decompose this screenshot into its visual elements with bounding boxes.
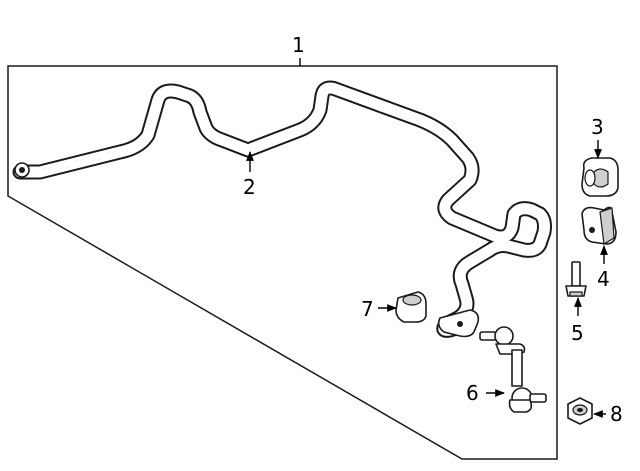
callout-2: 2 [243, 175, 256, 199]
stabilizer-bar [12, 80, 552, 338]
callout-1: 1 [292, 33, 305, 57]
bushing [581, 157, 619, 197]
callout-8: 8 [610, 402, 623, 426]
callout-4: 4 [597, 267, 610, 291]
assembly-frame [7, 65, 558, 460]
bar-end-left-hole [19, 167, 25, 173]
bolt [565, 261, 587, 297]
link-nut [395, 291, 427, 323]
bar-end-right-hole [457, 321, 463, 327]
callout-5: 5 [571, 321, 584, 345]
callout-7: 7 [361, 297, 374, 321]
stabilizer-link [479, 326, 547, 413]
callout-3: 3 [591, 115, 604, 139]
nut [567, 397, 593, 425]
callout-6: 6 [466, 381, 479, 405]
bushing-bracket [581, 206, 617, 245]
